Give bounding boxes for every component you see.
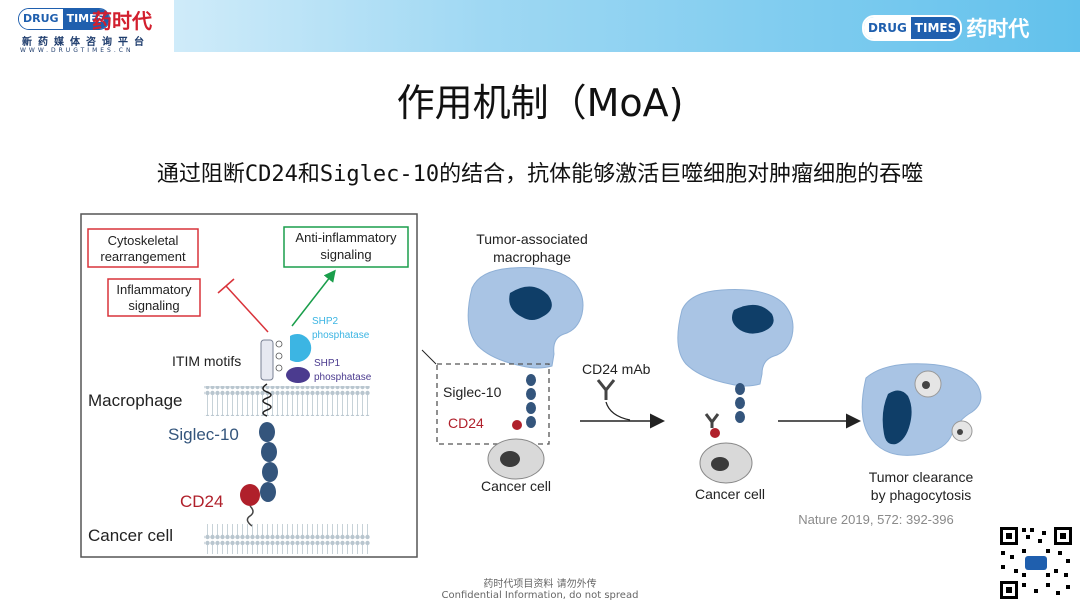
clearance-label-2: by phagocytosis <box>871 487 971 503</box>
footer-confidential-cn: 药时代项目资料 请勿外传 <box>483 579 597 590</box>
slide-title: 作用机制（MoA) <box>396 81 684 125</box>
logo-tagline: 新药媒体咨询平台 <box>22 37 150 48</box>
anti-inflammatory-box <box>283 226 409 268</box>
macrophage-nucleus-2 <box>732 304 774 334</box>
antibody-arrow-curve <box>605 401 631 421</box>
cd24-label-right: CD24 <box>448 415 484 431</box>
cancer-membrane <box>204 524 370 554</box>
transmembrane-helix <box>262 383 272 417</box>
mab-label: CD24 mAb <box>582 361 651 377</box>
shp1-label-1: SHP1 <box>314 358 341 369</box>
logo-en-left: DRUG <box>19 9 63 29</box>
antibody-icon <box>596 379 616 400</box>
siglec-bead <box>526 374 536 386</box>
siglec-label-right: Siglec-10 <box>443 384 502 400</box>
inhibition-line <box>225 285 269 333</box>
cancer-nucleus-1 <box>500 451 520 467</box>
cd24-label: CD24 <box>180 492 223 511</box>
logo-cn: 药时代 <box>92 9 152 33</box>
logo-url: WWW.DRUGTIMES.CN <box>20 47 134 54</box>
siglec-bead <box>526 416 536 428</box>
macrophage-nucleus-1 <box>509 286 552 320</box>
siglec-bead <box>526 388 536 400</box>
siglec-bead <box>735 397 745 409</box>
siglec-bead <box>735 411 745 423</box>
itim-domain <box>260 339 274 381</box>
cd24-anchor <box>246 505 254 527</box>
siglec-bead <box>735 383 745 395</box>
shp2-label-1: SHP2 <box>312 316 339 327</box>
itim-label: ITIM motifs <box>172 353 241 369</box>
logo-en-right: TIMES <box>62 9 109 29</box>
shp2-label-2: phosphatase <box>312 330 370 341</box>
macrophage-cell-2 <box>677 289 794 387</box>
citation: Nature 2019, 572: 392-396 <box>798 512 953 527</box>
cytoskeletal-box <box>87 228 199 268</box>
tam-label-1: Tumor-associated <box>476 231 588 247</box>
inflammatory-label-1: Inflammatory <box>116 282 192 297</box>
zoom-box <box>436 363 550 445</box>
siglec-bead <box>526 402 536 414</box>
macrophage-nucleus-3 <box>882 390 912 445</box>
siglec-bead <box>260 482 276 502</box>
shp2-shape <box>290 334 312 362</box>
cytoskeletal-label-1: Cytoskeletal <box>108 233 179 248</box>
cd24-shape <box>240 484 260 506</box>
phagosome-nucleus <box>957 429 963 435</box>
cytoskeletal-label-2: rearrangement <box>100 249 186 264</box>
qr-code-icon <box>998 525 1074 601</box>
anti-inflammatory-label-1: Anti-inflammatory <box>295 230 397 245</box>
logo-en-left-right: DRUG <box>864 17 911 39</box>
cancer-cell-label: Cancer cell <box>88 526 173 545</box>
phospho-icon-3 <box>275 364 283 372</box>
cd24-shape-2 <box>710 428 720 438</box>
cancer-cell-label-2: Cancer cell <box>695 486 765 502</box>
shp1-label-2: phosphatase <box>314 372 372 383</box>
siglec-bead <box>261 442 277 462</box>
bound-antibody-icon <box>704 413 720 428</box>
footer-confidential-en: Confidential Information, do not spread <box>441 590 639 601</box>
phospho-icon-2 <box>275 352 283 360</box>
siglec-bead <box>259 422 275 442</box>
logo-en-right-right: TIMES <box>910 17 961 39</box>
qr-center-logo <box>1025 556 1047 570</box>
inhibition-bar <box>217 278 235 294</box>
cancer-cell-label-1: Cancer cell <box>481 478 551 494</box>
cancer-nucleus-2 <box>711 457 729 471</box>
siglec-bead <box>262 462 278 482</box>
cd24-shape-right <box>512 420 522 430</box>
macrophage-label: Macrophage <box>88 391 183 410</box>
tam-label-2: macrophage <box>493 249 571 265</box>
connector-line <box>421 349 437 365</box>
logo-cn-right: 药时代 <box>966 17 1030 41</box>
engulfed-nucleus <box>922 381 930 389</box>
phospho-icon-1 <box>275 340 283 348</box>
clearance-label-1: Tumor clearance <box>869 469 974 485</box>
inflammatory-label-2: signaling <box>128 298 179 313</box>
inflammatory-box <box>107 278 201 317</box>
macrophage-membrane <box>204 386 370 416</box>
siglec-label: Siglec-10 <box>168 425 239 444</box>
shp1-shape <box>286 367 310 383</box>
anti-inflammatory-label-2: signaling <box>320 247 371 262</box>
slide-subtitle: 通过阻断CD24和Siglec-10的结合，抗体能够激活巨噬细胞对肿瘤细胞的吞噬 <box>156 162 924 187</box>
activation-arrow <box>291 269 336 327</box>
